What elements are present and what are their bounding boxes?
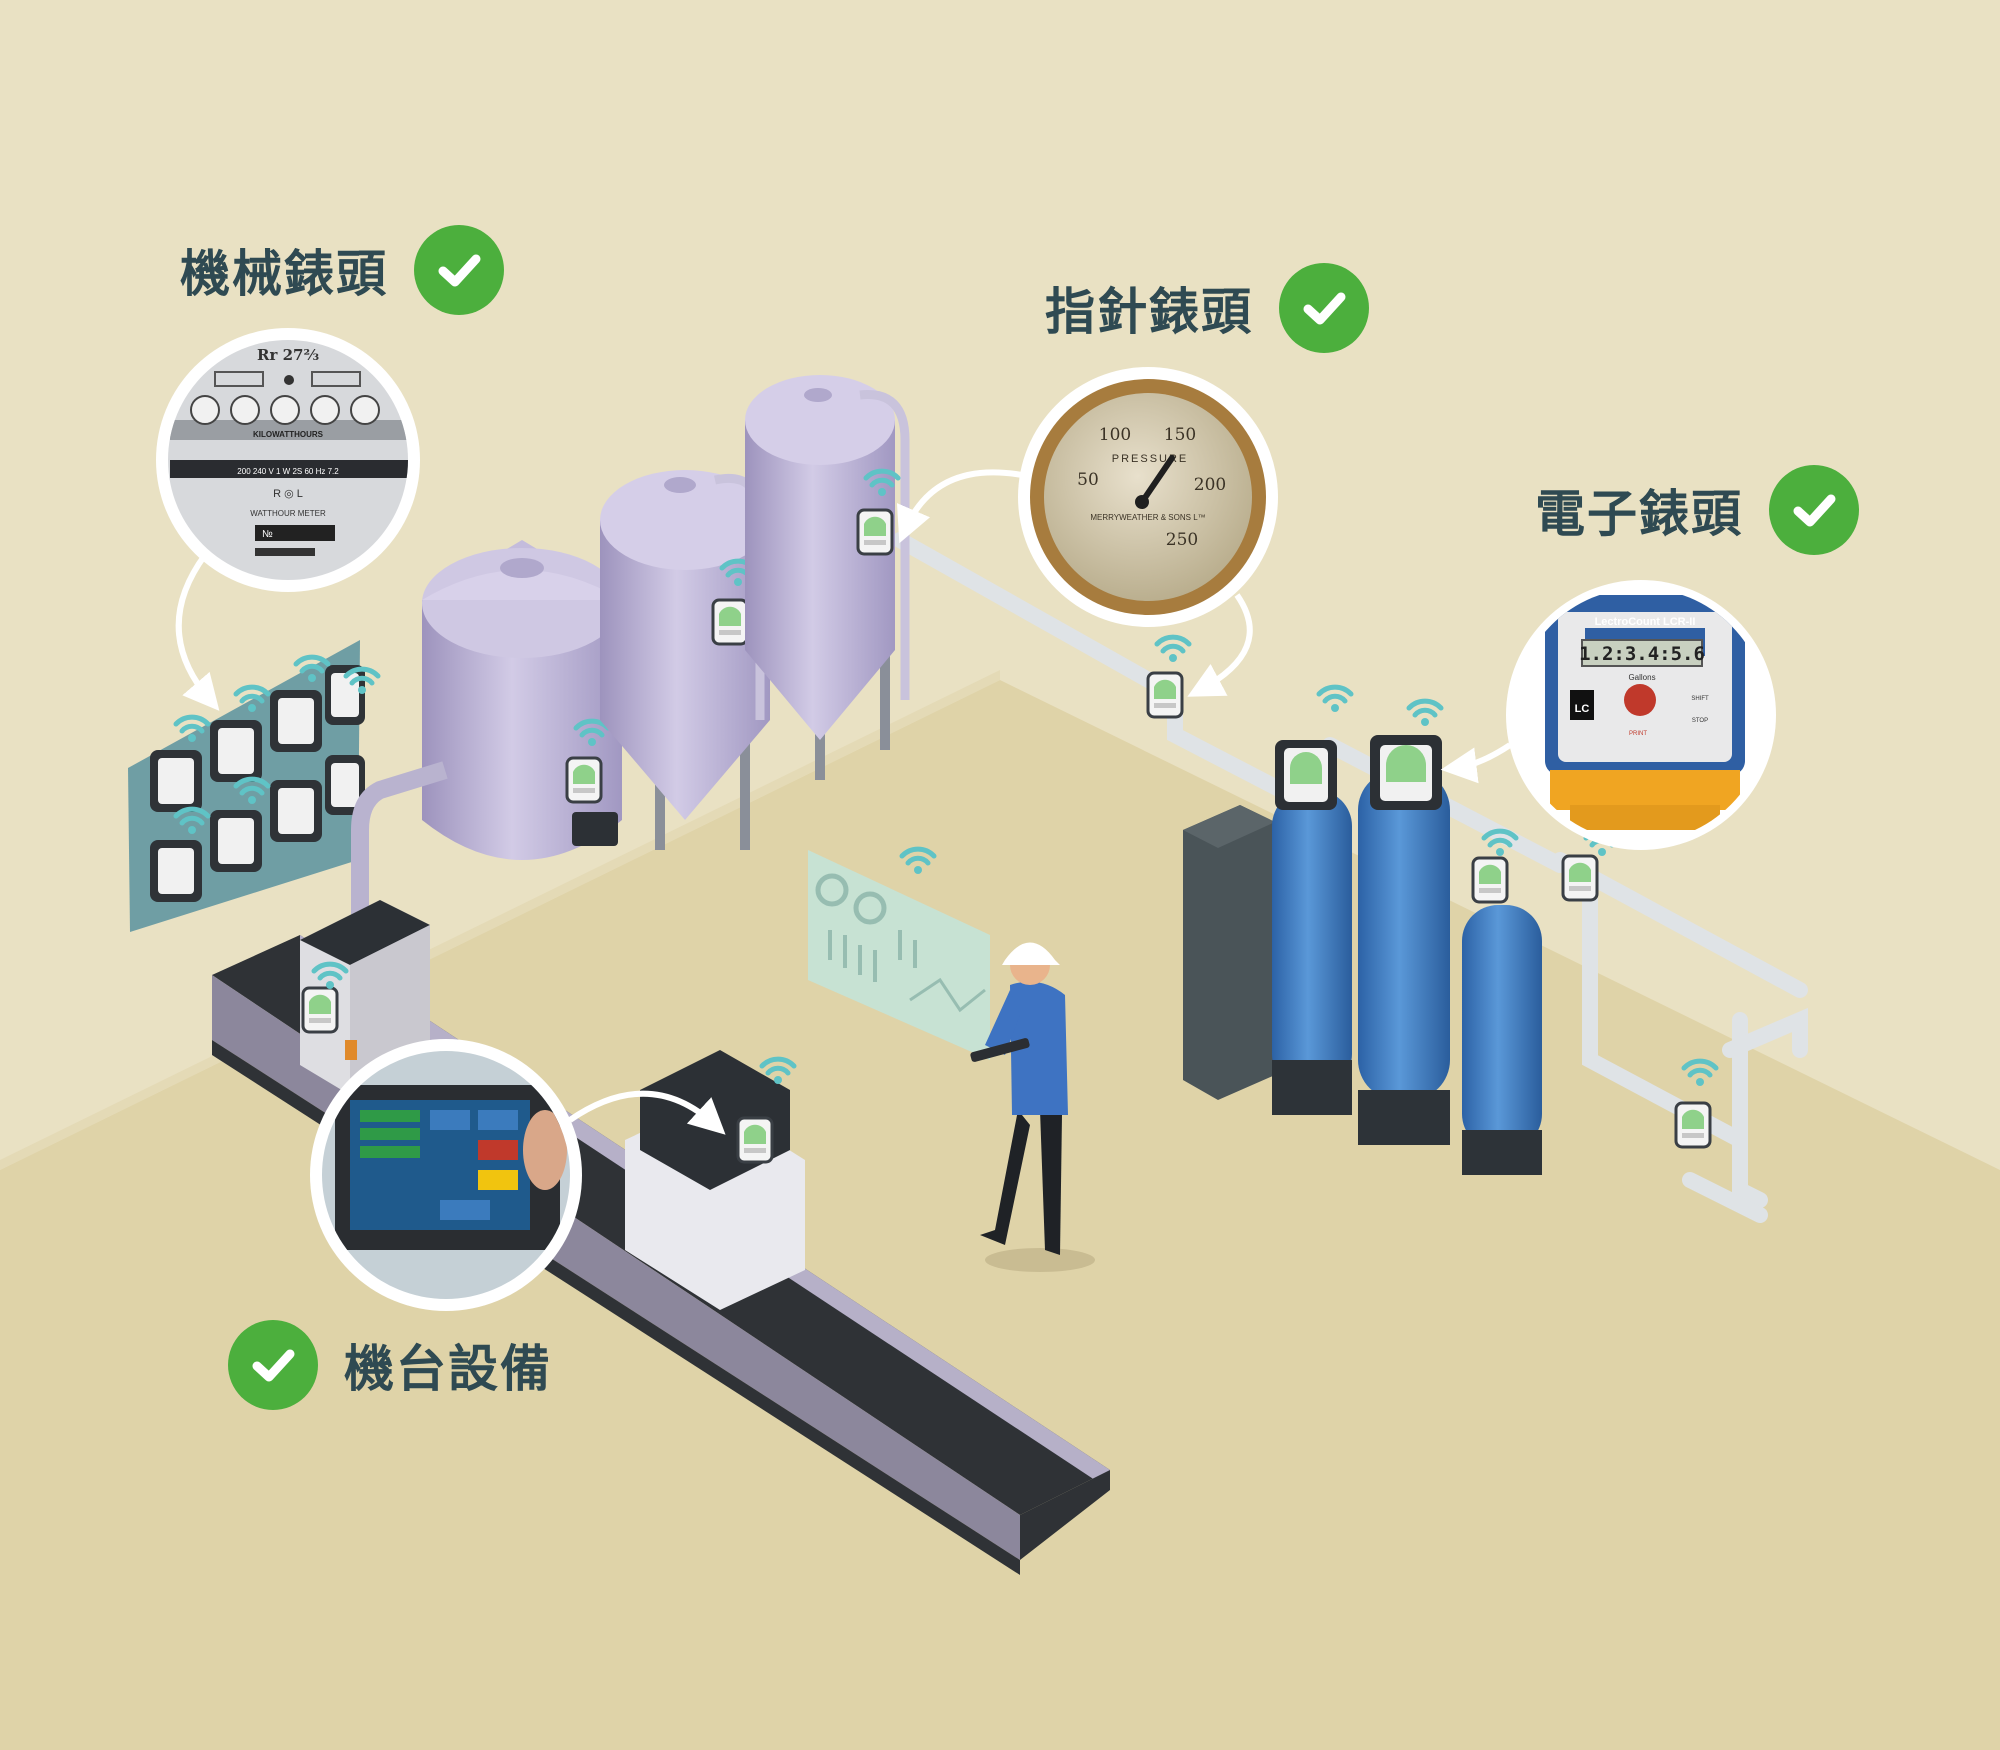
label-electronic-text: 電子錶頭	[1535, 485, 1743, 543]
counter-btn-stop: STOP	[1692, 718, 1708, 724]
mech-rating-text: 200 240 V 1 W 2S 60 Hz 7.2	[237, 467, 339, 476]
panel-sensors	[150, 665, 365, 902]
counter-unit: Gallons	[1628, 673, 1655, 682]
callout-arrows	[175, 469, 1512, 1135]
machine-panel-callout	[310, 1039, 582, 1311]
arrow-icon	[175, 553, 220, 711]
counter-reading: 1.2:3.4:5.6	[1579, 643, 1705, 665]
pressure-gauge-callout: 50 100 150 200 250 PRESSURE MERRYWEATHER…	[1018, 367, 1278, 627]
middle-tank	[600, 470, 770, 850]
tall-tank	[745, 375, 910, 780]
label-mechanical-meter: 機械錶頭	[180, 225, 504, 315]
label-pointer-text: 指針錶頭	[1045, 283, 1253, 341]
arrow-icon	[1187, 593, 1253, 697]
mech-no-text: №	[262, 529, 273, 540]
mech-dial-text: KILOWATTHOURS	[253, 430, 324, 439]
arrow-icon	[1440, 742, 1512, 784]
gauge-word: PRESSURE	[1112, 453, 1189, 465]
check-icon	[1769, 465, 1859, 555]
label-machine-equipment: 機台設備	[228, 1320, 552, 1410]
big-tank	[422, 540, 622, 860]
gauge-tick-250: 250	[1166, 530, 1198, 550]
mech-rl-text: R ◎ L	[273, 488, 303, 500]
label-electronic-meter: 電子錶頭	[1535, 465, 1859, 555]
check-icon	[228, 1320, 318, 1410]
filter-equipment	[1146, 637, 1716, 1175]
label-pointer-meter: 指針錶頭	[1045, 263, 1369, 353]
electronic-counter-callout: LectroCount LCR-II 1.2:3.4:5.6 Gallons L…	[1506, 580, 1776, 850]
check-icon	[414, 225, 504, 315]
gauge-maker: MERRYWEATHER & SONS L™	[1090, 513, 1205, 522]
label-machine-text: 機台設備	[344, 1340, 552, 1398]
gauge-tick-100: 100	[1099, 425, 1131, 445]
worker	[970, 942, 1095, 1272]
holographic-dashboard	[808, 850, 990, 1060]
counter-btn-shift: SHIFT	[1691, 696, 1709, 702]
meter-wall-panel	[128, 640, 378, 932]
mech-top-text: Rr 27⅔	[257, 346, 319, 364]
gauge-tick-200: 200	[1194, 475, 1226, 495]
arrow-icon	[568, 1090, 726, 1135]
counter-logo: LC	[1575, 703, 1590, 715]
label-mechanical-text: 機械錶頭	[180, 245, 388, 303]
check-icon	[1279, 263, 1369, 353]
counter-brand: LectroCount LCR-II	[1595, 616, 1696, 628]
filter-sensors	[1275, 735, 1442, 810]
mechanical-meter-callout: Rr 27⅔ KILOWATTHOURS 200 240 V 1 W 2S 60…	[156, 328, 420, 592]
mech-plate-text: WATTHOUR METER	[250, 509, 326, 518]
gauge-tick-50: 50	[1077, 470, 1099, 490]
counter-btn-print: PRINT	[1629, 731, 1647, 737]
arrow-icon	[896, 469, 1023, 544]
gauge-tick-150: 150	[1164, 425, 1196, 445]
